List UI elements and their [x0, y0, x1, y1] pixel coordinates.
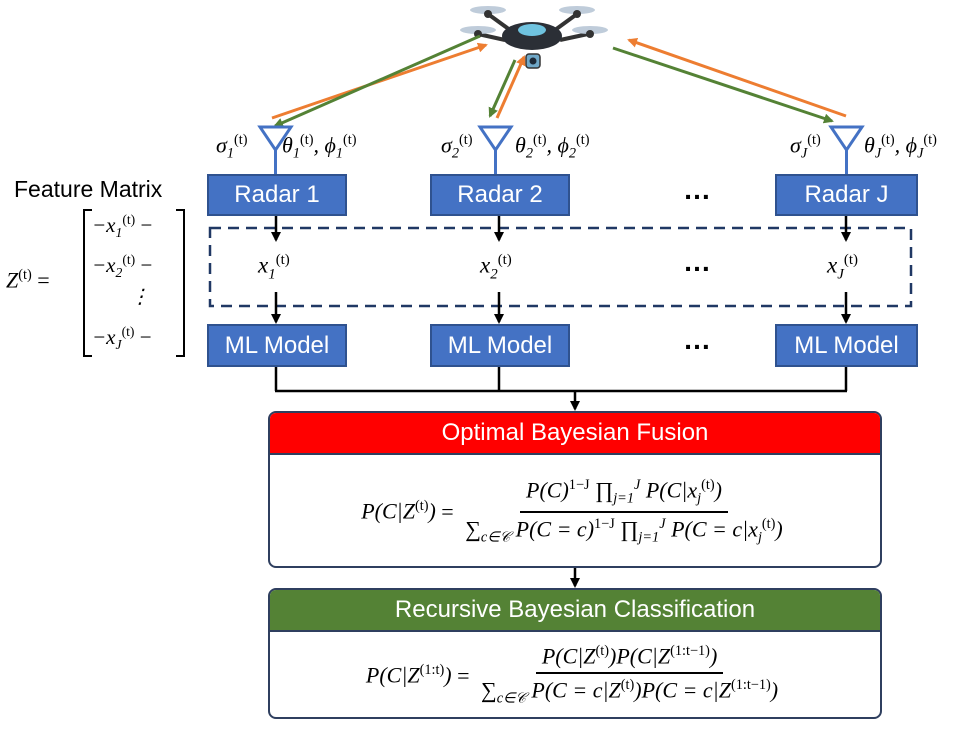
matrix-lhs: Z(t) =	[6, 267, 50, 293]
fusion-equation: P(C|Z(t)) = P(C)1−J ∏j=1J P(C|xj(t)) ∑c∈…	[361, 476, 783, 546]
ellipsis-radars: …	[683, 174, 712, 205]
radar-2-angles: θ2(t), ϕ2(t)	[515, 132, 590, 162]
radar-2-box: Radar 2	[430, 174, 570, 216]
radar-2-sigma: σ2(t)	[441, 132, 473, 162]
radar-j-box: Radar J	[775, 174, 918, 216]
recursive-equation: P(C|Z(1:t)) = P(C|Z(t))P(C|Z(1:t−1)) ∑c∈…	[365, 642, 779, 708]
feature-matrix-label: Feature Matrix	[14, 176, 163, 202]
recursive-panel: Recursive Bayesian Classification P(C|Z(…	[268, 588, 882, 719]
fusion-panel: Optimal Bayesian Fusion P(C|Z(t)) = P(C)…	[268, 411, 882, 568]
radar-1-sigma: σ1(t)	[216, 132, 248, 162]
antenna-icon	[257, 125, 865, 174]
radar-1-angles: θ1(t), ϕ1(t)	[282, 132, 357, 162]
matrix-row-4: −xJ(t) −	[92, 324, 152, 353]
radar-j-sigma: σJ(t)	[790, 132, 821, 162]
matrix-row-3: ⋮	[130, 286, 150, 308]
fusion-title: Optimal Bayesian Fusion	[270, 413, 880, 455]
recursive-title: Recursive Bayesian Classification	[270, 590, 880, 632]
feature-x2: x2(t)	[480, 252, 512, 283]
radar-1-box: Radar 1	[207, 174, 347, 216]
drone-icon	[460, 6, 608, 69]
matrix-row-1: −x1(t) −	[92, 212, 153, 241]
ml-model-1: ML Model	[207, 324, 347, 367]
ml-model-2: ML Model	[430, 324, 570, 367]
ellipsis-models: …	[683, 324, 712, 355]
radar-j-angles: θJ(t), ϕJ(t)	[864, 132, 937, 162]
feature-x1: x1(t)	[258, 252, 290, 283]
feature-xj: xJ(t)	[827, 252, 858, 283]
ellipsis-features: …	[683, 246, 712, 277]
matrix-row-2: −x2(t) −	[92, 252, 153, 281]
feature-region	[208, 226, 913, 308]
ml-model-j: ML Model	[775, 324, 918, 367]
